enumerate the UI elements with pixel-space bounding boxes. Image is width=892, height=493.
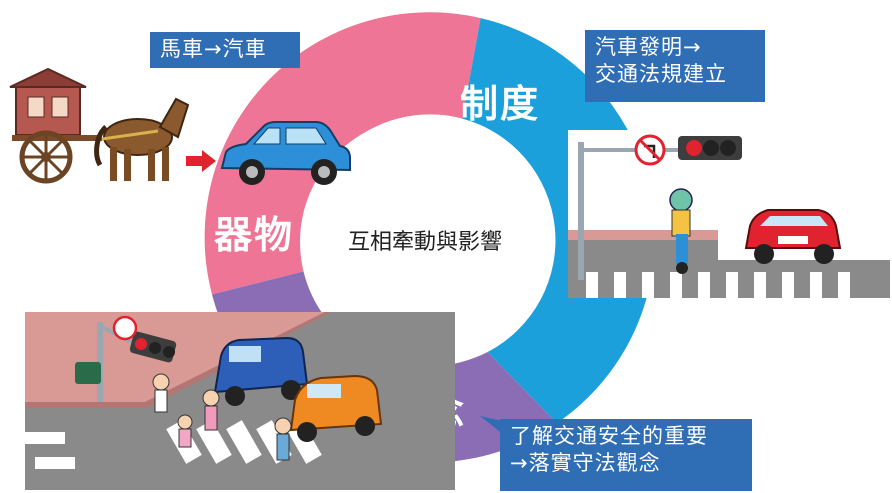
red-car-icon [744,209,842,264]
ring-segment-institutions [462,18,655,424]
callout-artifacts: 馬車→汽車 [150,32,300,68]
no-left-turn-sign-icon [112,315,138,341]
arrow-right-icon [186,150,216,172]
callout-ideas: 了解交通安全的重要 →落實守法觀念 [500,419,752,491]
orange-car-icon [289,374,383,442]
callout-institutions-line2: 交通法規建立 [595,62,727,86]
horse-carriage-icon [9,67,190,184]
institutions-scene [568,130,890,298]
ring-segment-artifacts [204,12,481,295]
callout-institutions: 汽車發明→ 交通法規建立 [585,30,765,102]
callout-ideas-line2: →落實守法觀念 [510,451,661,475]
no-left-turn-sign-icon [634,134,666,166]
van-icon [213,336,309,406]
callout-ideas-line1: 了解交通安全的重要 [510,424,708,448]
traffic-light-icon [75,331,177,384]
scooter-rider-icon [669,188,693,274]
segment-label-artifacts: 器物 [214,213,295,257]
pedestrian-children-icon [152,373,292,461]
blue-car-icon [220,121,351,185]
center-label: 互相牽動與影響 [347,230,502,255]
callout-institutions-line1: 汽車發明→ [595,35,702,59]
center-circle [300,117,550,367]
ideas-scene [25,312,455,490]
crosswalk-icon [586,272,850,298]
callout-artifacts-text: 馬車→汽車 [160,37,267,61]
traffic-light-icon [678,136,742,160]
segment-label-institutions: 制度 [460,82,541,126]
